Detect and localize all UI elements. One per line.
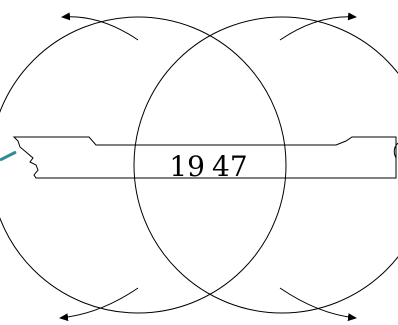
year-left-part: 19 bbox=[169, 150, 205, 183]
year-right-part: 47 bbox=[212, 150, 248, 183]
arrow-top-right-icon bbox=[279, 12, 357, 41]
arrow-bottom-right-icon bbox=[279, 287, 357, 322]
torn-edge-right bbox=[393, 142, 398, 159]
arrow-top-left-icon bbox=[61, 12, 139, 41]
arrow-bottom-left-icon bbox=[59, 287, 139, 322]
accent-connector-line bbox=[0, 150, 17, 162]
left-circle bbox=[0, 16, 287, 314]
right-circle bbox=[133, 16, 398, 314]
torn-paper-strip bbox=[12, 136, 397, 179]
